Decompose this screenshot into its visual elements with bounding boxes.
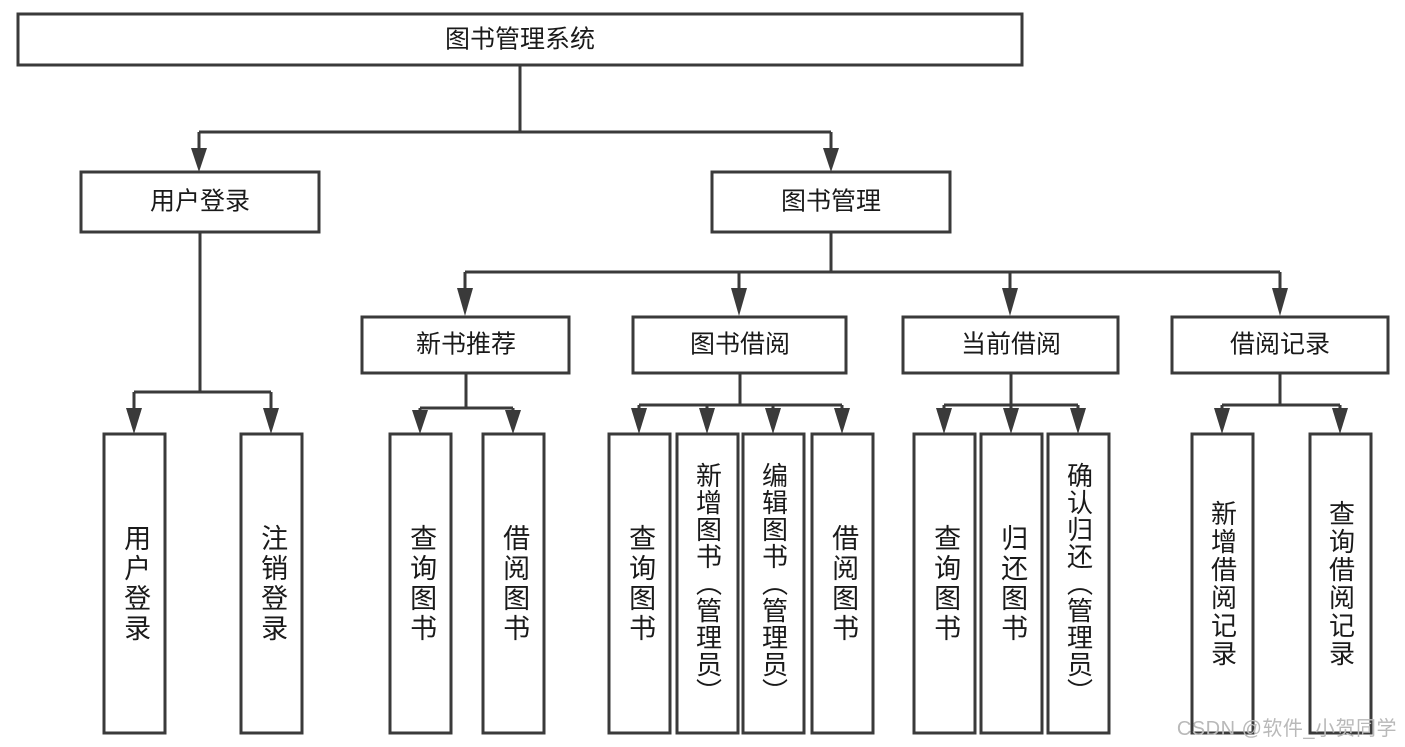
- node-book-borrow[interactable]: 图书借阅: [631, 315, 848, 375]
- node-borrow-record-label: 借阅记录: [1230, 331, 1330, 359]
- node-leaf-return-book-box[interactable]: [979, 432, 1044, 735]
- arrow-head-leaf-confirm-return: [1070, 408, 1086, 434]
- connector-user-login-to-leaves: [126, 232, 279, 434]
- node-book-manage-box: [710, 170, 952, 234]
- arrow-head-leaf-user-logout: [263, 408, 279, 434]
- arrow-head-user-login: [191, 148, 207, 172]
- node-new-book-recommend-box: [360, 315, 571, 375]
- node-new-book-recommend[interactable]: 新书推荐: [360, 315, 571, 375]
- node-root-label: 图书管理系统: [445, 26, 595, 54]
- node-current-borrow[interactable]: 当前借阅: [901, 315, 1120, 375]
- node-current-borrow-box: [901, 315, 1120, 375]
- node-leaf-borrow-book-1-box[interactable]: [481, 432, 546, 735]
- connector-book-manage-to-level2: [457, 232, 1288, 316]
- connector-book-borrow-to-leaves: [631, 373, 850, 434]
- arrow-head-leaf-return-book: [1003, 408, 1019, 434]
- node-current-borrow-label: 当前借阅: [961, 331, 1061, 359]
- arrow-head-leaf-edit-book: [765, 408, 781, 434]
- node-root-box: [16, 12, 1024, 67]
- arrow-head-book-borrow: [731, 288, 747, 316]
- connector-new-book-recommend-to-leaves: [412, 373, 521, 434]
- node-leaf-add-record-box[interactable]: [1190, 432, 1255, 735]
- arrow-head-leaf-query-book-1: [412, 410, 428, 434]
- node-leaf-borrow-book-2-box[interactable]: [810, 432, 875, 735]
- node-leaf-add-book-box[interactable]: [675, 432, 740, 735]
- connector-borrow-record-to-leaves: [1214, 373, 1348, 434]
- arrow-head-borrow-record: [1272, 288, 1288, 316]
- arrow-head-leaf-query-book-2: [631, 408, 647, 434]
- node-root[interactable]: 图书管理系统: [16, 12, 1024, 67]
- node-leaf-query-book-1-box[interactable]: [388, 432, 453, 735]
- node-leaf-query-record-box[interactable]: [1308, 432, 1373, 735]
- watermark-text: CSDN @软件_小贺同学: [1176, 718, 1397, 740]
- node-borrow-record[interactable]: 借阅记录: [1170, 315, 1390, 375]
- connector-current-borrow-to-leaves: [936, 373, 1086, 434]
- arrow-head-leaf-add-record: [1214, 408, 1230, 434]
- arrow-head-leaf-query-record: [1332, 408, 1348, 434]
- arrow-head-new-book-recommend: [457, 288, 473, 316]
- node-leaf-query-book-3-box[interactable]: [912, 432, 977, 735]
- node-borrow-record-box: [1170, 315, 1390, 375]
- arrow-head-leaf-borrow-book-1: [505, 410, 521, 434]
- arrow-head-book-manage: [823, 148, 839, 172]
- arrow-head-leaf-borrow-book-2: [834, 408, 850, 434]
- node-new-book-recommend-label: 新书推荐: [416, 331, 516, 359]
- arrow-head-leaf-user-login: [126, 408, 142, 434]
- node-leaf-query-book-2-box[interactable]: [607, 432, 672, 735]
- node-leaf-edit-book-box[interactable]: [741, 432, 806, 735]
- node-leaf-user-login-box[interactable]: [102, 432, 167, 735]
- node-leaf-confirm-return-box[interactable]: [1046, 432, 1111, 735]
- node-book-borrow-box: [631, 315, 848, 375]
- node-book-borrow-label: 图书借阅: [690, 331, 790, 359]
- arrow-head-leaf-query-book-3: [936, 408, 952, 434]
- arrow-head-current-borrow: [1002, 288, 1018, 316]
- node-book-manage[interactable]: 图书管理: [710, 170, 952, 234]
- node-book-manage-label: 图书管理: [781, 188, 881, 216]
- connector-root-to-level1: [191, 65, 839, 172]
- node-leaf-user-logout-box[interactable]: [239, 432, 304, 735]
- node-user-login[interactable]: 用户登录: [79, 170, 321, 234]
- arrow-head-leaf-add-book: [699, 408, 715, 434]
- node-user-login-label: 用户登录: [150, 188, 250, 216]
